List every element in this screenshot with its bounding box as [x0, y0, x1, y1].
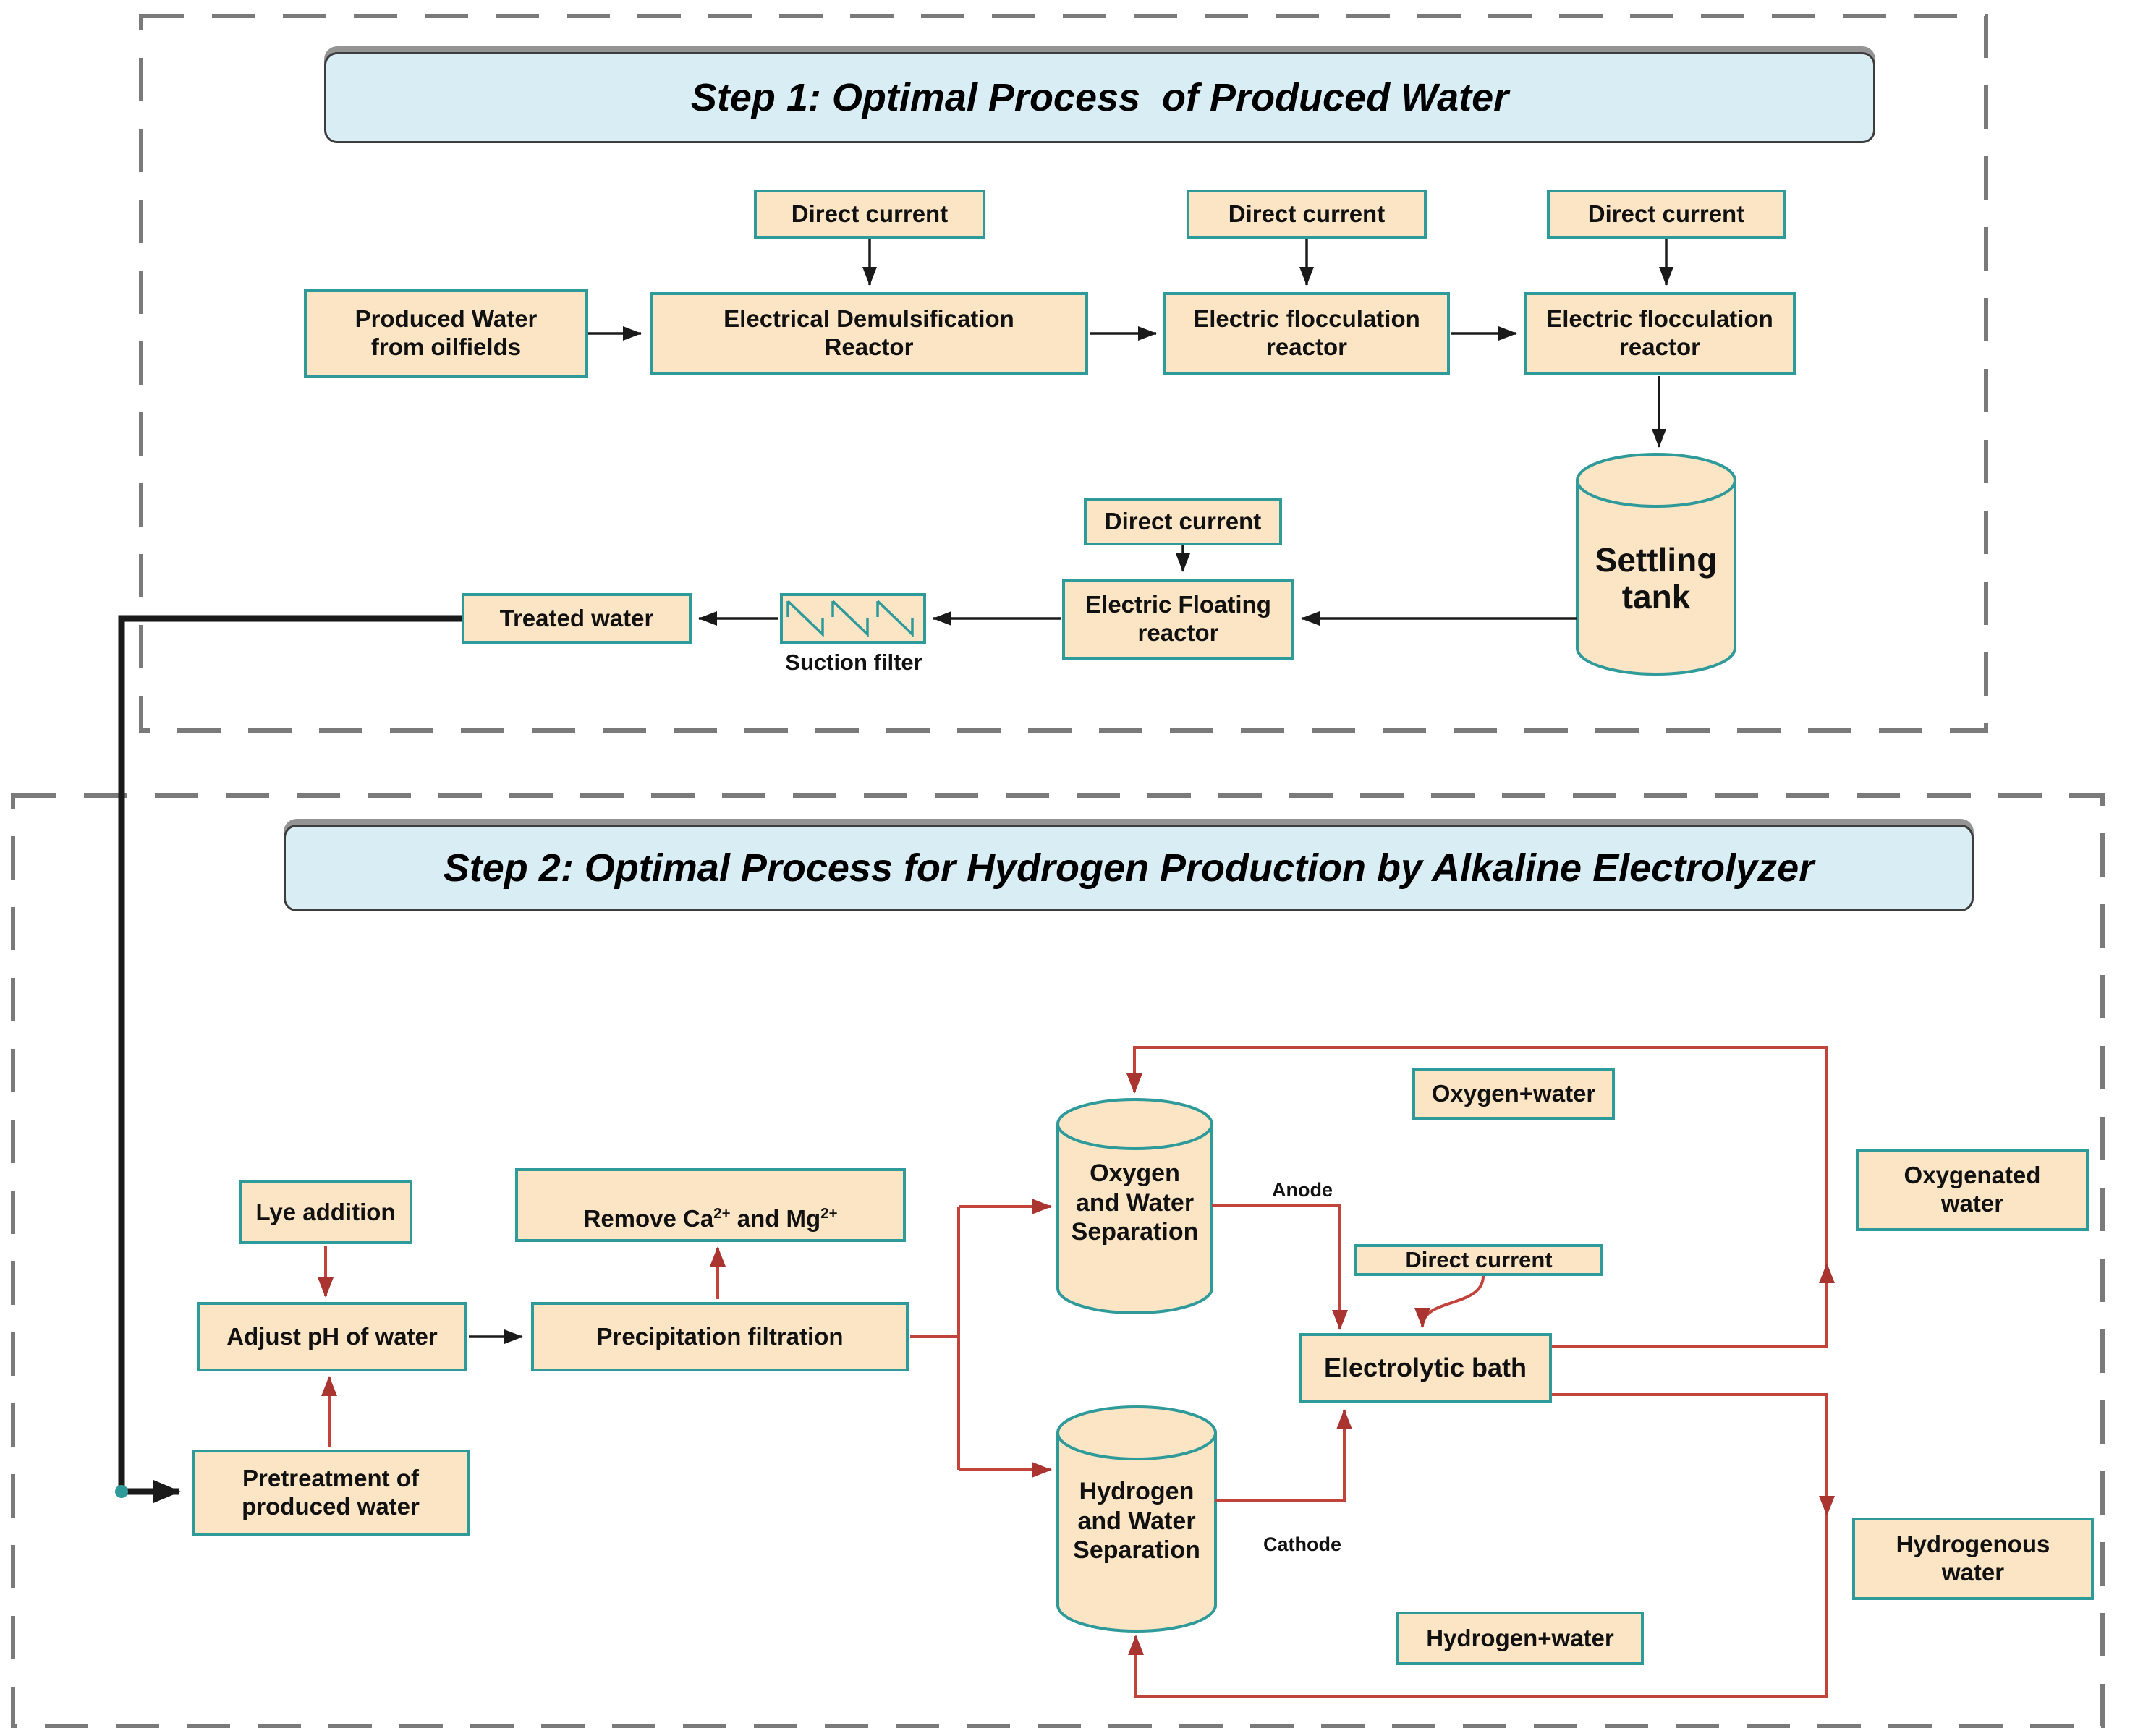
step1-dashed-border: [139, 14, 1988, 733]
electrolytic-bath-box: Electrolytic bath: [1299, 1333, 1552, 1403]
cathode-label: Cathode: [1263, 1533, 1341, 1555]
step2-connectors: [318, 1046, 1835, 1698]
pretreatment-box: Pretreatment of produced water: [192, 1450, 470, 1536]
produced-water-box: Produced Water from oilfields: [304, 289, 588, 378]
anode-label: Anode: [1272, 1179, 1333, 1201]
oxygenated-water-box: Oxygenated water: [1856, 1149, 2089, 1231]
step1-title: Step 1: Optimal Process of Produced Wate…: [324, 52, 1875, 143]
remove-ions-mid: and Mg: [730, 1205, 821, 1232]
step1-title-text: Step 1: Optimal Process of Produced Wate…: [690, 76, 1509, 119]
dc-curved-arrow-to-bath: [1414, 1275, 1485, 1328]
flocculation-reactor-box-1: Electric flocculation reactor: [1163, 292, 1450, 375]
step2-title: Step 2: Optimal Process for Hydrogen Pro…: [284, 825, 1974, 911]
anode-line-to-bath: [1212, 1204, 1348, 1330]
oxygen-water-return-line: [1126, 1046, 1828, 1264]
bath-output-oxygenated-up: [1552, 1263, 1835, 1348]
direct-current-box-2: Direct current: [1187, 190, 1427, 239]
remove-ions-sup1: 2+: [713, 1205, 731, 1222]
treated-water-transfer-line: [118, 615, 462, 1503]
suction-filter-icon: [786, 600, 914, 638]
oxygen-water-box: Oxygen+water: [1412, 1068, 1615, 1120]
hydrogen-water-box: Hydrogen+water: [1396, 1612, 1644, 1665]
direct-current-box-1: Direct current: [754, 190, 985, 239]
flocculation-reactor-box-2: Electric flocculation reactor: [1524, 292, 1796, 375]
demulsification-reactor-box: Electrical Demulsification Reactor: [650, 292, 1088, 375]
electric-floating-reactor-box: Electric Floating reactor: [1062, 579, 1294, 660]
step2-title-text: Step 2: Optimal Process for Hydrogen Pro…: [443, 846, 1815, 890]
oxygen-separator-label: Oxygen and Water Separation: [1071, 1159, 1199, 1246]
bath-output-hydrogenous-down: [1552, 1393, 1835, 1516]
settling-tank-cylinder: [1576, 453, 1736, 676]
hydrogen-separator-label: Hydrogen and Water Separation: [1073, 1477, 1200, 1565]
oxygen-separator-cylinder: [1056, 1098, 1213, 1314]
remove-ions-sup2: 2+: [820, 1205, 838, 1222]
remove-ions-pre: Remove Ca: [583, 1205, 714, 1232]
settling-tank-label: Settling tank: [1595, 541, 1718, 616]
remove-ions-label: Remove Ca2+ and Mg2+: [583, 1177, 837, 1233]
step1-arrows: [469, 239, 1673, 1344]
step2-dashed-border: [11, 793, 2105, 1728]
lye-addition-box: Lye addition: [239, 1180, 412, 1244]
suction-filter-box: [780, 593, 926, 644]
hydrogenous-water-box: Hydrogenous water: [1852, 1518, 2094, 1600]
suction-filter-label: Suction filter: [785, 650, 922, 675]
cathode-line-to-bath: [1215, 1409, 1352, 1502]
remove-ions-box: Remove Ca2+ and Mg2+: [515, 1168, 906, 1242]
direct-current-box-4: Direct current: [1084, 498, 1282, 545]
treated-water-box: Treated water: [462, 593, 692, 644]
transfer-line-joint-dot: [115, 1485, 128, 1498]
precipitation-filtration-box: Precipitation filtration: [531, 1302, 909, 1371]
hydrogen-water-return-line: [1128, 1515, 1828, 1698]
direct-current-box-3: Direct current: [1547, 190, 1786, 239]
hydrogen-separator-cylinder: [1056, 1405, 1217, 1633]
adjust-ph-box: Adjust pH of water: [197, 1302, 467, 1371]
direct-current-box-5: Direct current: [1354, 1244, 1603, 1276]
